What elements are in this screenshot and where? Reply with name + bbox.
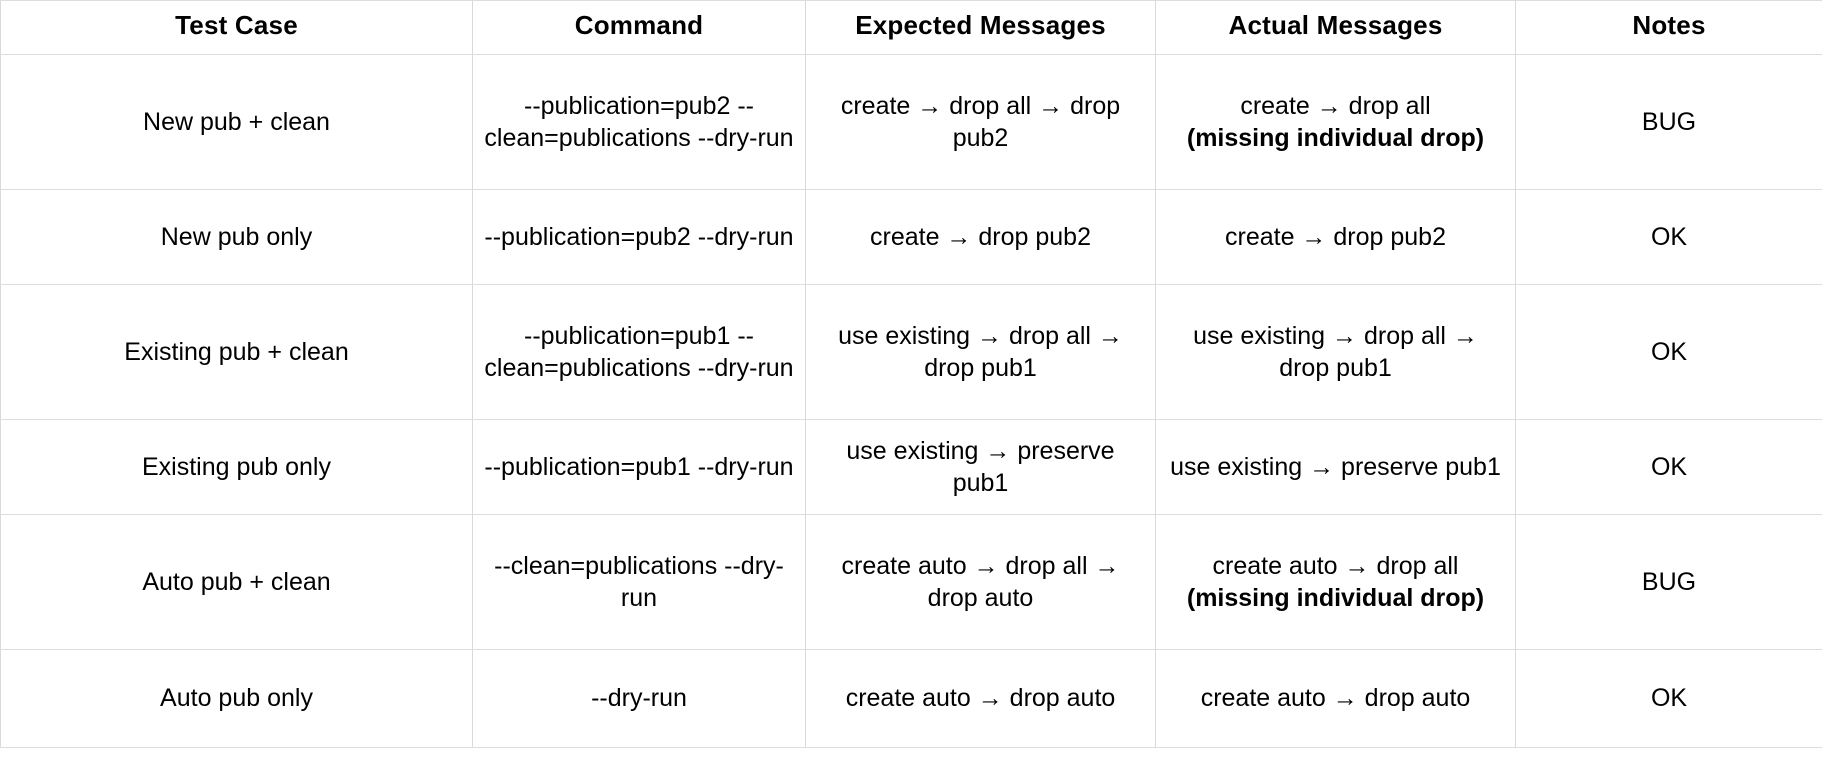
status-badge: BUG xyxy=(1515,514,1822,650)
cell-command: --publication=pub2 --dry-run xyxy=(472,189,806,285)
status-badge: OK xyxy=(1515,284,1822,420)
table-row: Auto pub + clean --clean=publications --… xyxy=(0,514,1822,650)
cell-command: --clean=publications --dry-run xyxy=(472,514,806,650)
status-badge: OK xyxy=(1515,649,1822,748)
actual-plain-text: create auto → drop all xyxy=(1212,551,1459,580)
table-row: New pub only --publication=pub2 --dry-ru… xyxy=(0,189,1822,285)
cell-test-case: New pub + clean xyxy=(0,54,473,190)
cell-test-case: Existing pub + clean xyxy=(0,284,473,420)
table-row: New pub + clean --publication=pub2 --cle… xyxy=(0,54,1822,190)
cell-expected: use existing → preserve pub1 xyxy=(805,419,1156,515)
cell-test-case: New pub only xyxy=(0,189,473,285)
column-header-notes: Notes xyxy=(1515,0,1822,55)
cell-expected: create auto → drop auto xyxy=(805,649,1156,748)
cell-actual: use existing → preserve pub1 xyxy=(1155,419,1516,515)
cell-command: --publication=pub1 --clean=publications … xyxy=(472,284,806,420)
actual-bold-note: (missing individual drop) xyxy=(1186,584,1485,612)
actual-plain-text: create → drop all xyxy=(1240,91,1431,120)
cell-command: --dry-run xyxy=(472,649,806,748)
cell-actual: create → drop all (missing individual dr… xyxy=(1155,54,1516,190)
table-header: Test Case Command Expected Messages Actu… xyxy=(0,0,1822,55)
table-row: Existing pub + clean --publication=pub1 … xyxy=(0,284,1822,420)
column-header-actual-messages: Actual Messages xyxy=(1155,0,1516,55)
cell-command: --publication=pub1 --dry-run xyxy=(472,419,806,515)
column-header-test-case: Test Case xyxy=(0,0,473,55)
cell-actual: create auto → drop auto xyxy=(1155,649,1516,748)
status-badge: BUG xyxy=(1515,54,1822,190)
cell-actual: create auto → drop all (missing individu… xyxy=(1155,514,1516,650)
status-badge: OK xyxy=(1515,419,1822,515)
table-row: Existing pub only --publication=pub1 --d… xyxy=(0,419,1822,515)
cell-command: --publication=pub2 --clean=publications … xyxy=(472,54,806,190)
cell-test-case: Auto pub only xyxy=(0,649,473,748)
header-row: Test Case Command Expected Messages Actu… xyxy=(0,0,1822,55)
actual-plain-text: use existing → drop all → drop pub1 xyxy=(1193,321,1478,383)
status-badge: OK xyxy=(1515,189,1822,285)
test-results-table: Test Case Command Expected Messages Actu… xyxy=(0,0,1822,748)
cell-expected: create → drop pub2 xyxy=(805,189,1156,285)
cell-test-case: Existing pub only xyxy=(0,419,473,515)
cell-test-case: Auto pub + clean xyxy=(0,514,473,650)
cell-expected: create auto → drop all → drop auto xyxy=(805,514,1156,650)
table-body: New pub + clean --publication=pub2 --cle… xyxy=(0,54,1822,748)
table-row: Auto pub only --dry-run create auto → dr… xyxy=(0,649,1822,748)
cell-actual: create → drop pub2 xyxy=(1155,189,1516,285)
actual-plain-text: create → drop pub2 xyxy=(1225,222,1446,251)
actual-bold-note: (missing individual drop) xyxy=(1186,124,1485,152)
column-header-expected-messages: Expected Messages xyxy=(805,0,1156,55)
cell-expected: use existing → drop all → drop pub1 xyxy=(805,284,1156,420)
actual-plain-text: use existing → preserve pub1 xyxy=(1170,452,1501,481)
cell-actual: use existing → drop all → drop pub1 xyxy=(1155,284,1516,420)
column-header-command: Command xyxy=(472,0,806,55)
cell-expected: create → drop all → drop pub2 xyxy=(805,54,1156,190)
actual-plain-text: create auto → drop auto xyxy=(1200,684,1471,713)
